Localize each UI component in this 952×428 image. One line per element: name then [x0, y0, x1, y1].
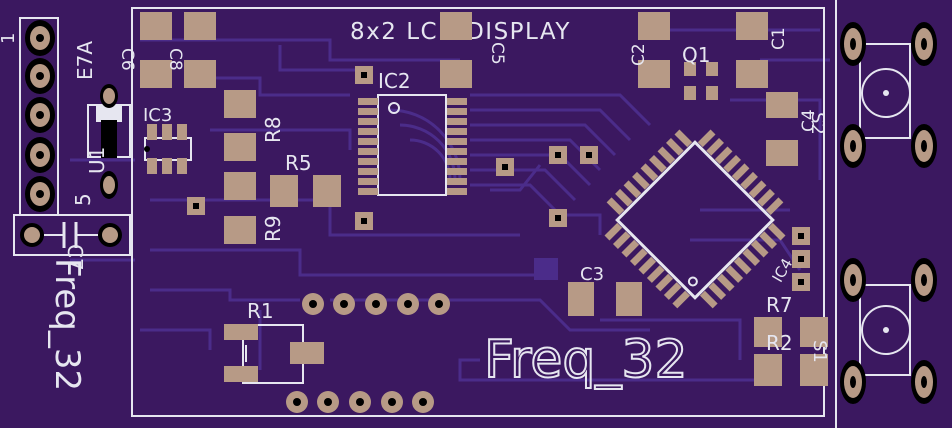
s1-label: S1 [809, 340, 830, 363]
ic3-component: IC3 [143, 105, 192, 174]
vias [187, 66, 810, 291]
q1-label: Q1 [682, 43, 710, 67]
r1-label: R1 [247, 299, 274, 323]
c3-label: C3 [580, 264, 604, 285]
r7-r2-pads [754, 317, 828, 386]
c4-label: C4 [799, 109, 819, 132]
header-pin5-label: 5 [71, 193, 95, 206]
c2-q1-c1-pads [638, 12, 768, 100]
header-pin1-label: 1 [0, 33, 19, 44]
c3-pads [568, 282, 642, 316]
lcd-header-top [302, 293, 450, 315]
ic1-qfp-component [604, 129, 786, 309]
ic3-label: IC3 [143, 105, 172, 126]
lcd-header-bottom [286, 391, 434, 413]
vertical-product-name: Freq_32 [47, 258, 87, 391]
c5-pads [440, 12, 472, 88]
c5-label: C5 [487, 42, 507, 65]
r2-label: R2 [766, 331, 793, 355]
c7-component: C7 [13, 214, 131, 271]
board-outline [131, 7, 825, 417]
r7-label: R7 [766, 293, 793, 317]
c4-pads [766, 92, 798, 166]
ic2-component: IC2 [358, 69, 467, 196]
r8-r9-r5-pads [224, 90, 341, 244]
pin-header: 1 5 E7A [0, 17, 97, 216]
r9-label: R9 [261, 215, 285, 242]
u1-label: U1 [85, 147, 109, 174]
c2-label: C2 [629, 43, 649, 66]
s2-label: S2 [807, 112, 828, 135]
c8-label: C8 [165, 48, 185, 71]
r5-label: R5 [285, 151, 312, 175]
c6-c8-pads [140, 12, 216, 88]
s1-switch: S1 [809, 258, 937, 404]
u1-component: U1 [85, 84, 131, 199]
c6-label: C6 [117, 48, 137, 71]
copper-traces [70, 28, 830, 382]
r1-trimmer: R1 [224, 299, 324, 384]
c7-label: C7 [63, 244, 87, 271]
ic2-label: IC2 [378, 69, 411, 93]
c1-label: C1 [769, 27, 789, 50]
marker-pad [534, 258, 558, 280]
header-name-label: E7A [73, 41, 97, 80]
product-name: Freq_32 [484, 330, 688, 390]
s2-switch: S2 [807, 22, 937, 168]
r8-label: R8 [261, 116, 285, 143]
